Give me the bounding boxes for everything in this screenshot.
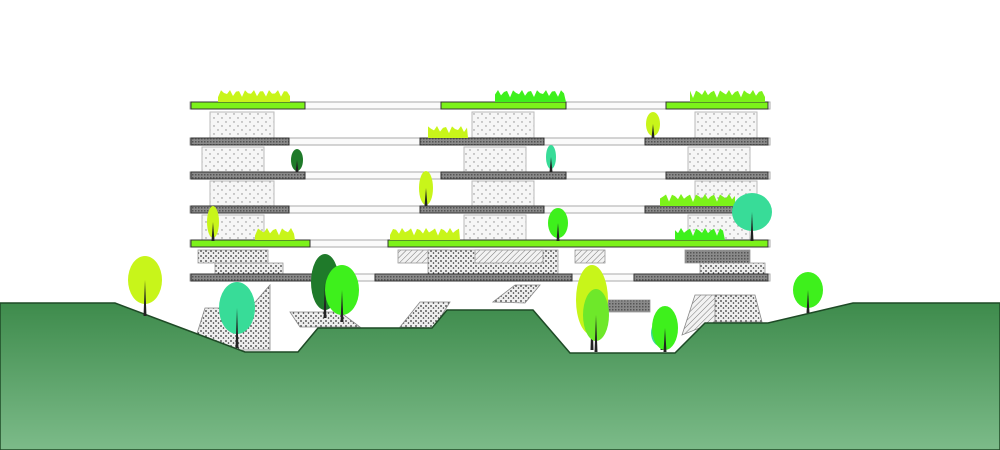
tree-trunk-icon [594, 315, 598, 352]
core-wall [209, 180, 275, 210]
core-wall [471, 111, 535, 143]
core-wall [687, 146, 751, 176]
floor-slab [419, 205, 545, 214]
tree-trunk-icon [143, 280, 147, 316]
trees [128, 112, 823, 352]
core-wall [209, 111, 275, 143]
tree-trunk-icon [750, 212, 754, 241]
stair-block [714, 294, 763, 323]
floor-slab [419, 137, 545, 146]
green-roof-slab [440, 101, 567, 110]
floor-slab [440, 171, 567, 180]
tree-trunk-icon [651, 124, 655, 138]
roof-grass [218, 90, 765, 240]
tree-trunk-icon [424, 188, 428, 206]
grass-tuft [690, 90, 765, 102]
core-wall [463, 146, 527, 176]
tree-trunk-icon [235, 308, 239, 348]
floor-slab [665, 171, 769, 180]
green-roof-slab [387, 239, 769, 248]
floor-slab [190, 171, 306, 180]
tree-trunk-icon [806, 290, 810, 313]
floor-slab [190, 137, 290, 146]
floor-slab [190, 273, 314, 282]
grass-tuft [675, 228, 725, 240]
core-wall [471, 180, 535, 210]
tree-trunk-icon [323, 282, 327, 318]
tree-trunk-icon [211, 222, 215, 241]
core-wall [694, 111, 758, 143]
grass-tuft [428, 126, 468, 138]
floor-slab [644, 137, 769, 146]
grass-tuft [255, 228, 295, 240]
tree-trunk-icon [556, 223, 560, 241]
plinth-block [684, 249, 751, 264]
tree-trunk-icon [663, 328, 667, 352]
grass-tuft [660, 194, 735, 206]
core-wall [463, 214, 527, 244]
floor-slab [633, 273, 769, 282]
green-roof-slab [190, 239, 311, 248]
tree-trunk-icon [340, 290, 344, 322]
grass-tuft [218, 90, 290, 102]
core-wall [201, 146, 265, 176]
plinth-block [574, 249, 606, 264]
plinth-block [604, 299, 651, 313]
plinth-block [197, 249, 269, 264]
green-roof-slab [665, 101, 769, 110]
stair-block [491, 284, 541, 304]
grass-tuft [390, 228, 460, 240]
floor-slab [190, 205, 290, 214]
green-roof-slab [190, 101, 306, 110]
ground-terrain [0, 302, 1000, 450]
grass-tuft [495, 90, 566, 102]
tree-trunk-icon [295, 160, 299, 172]
tree-trunk-icon [549, 157, 553, 172]
plinth-block [474, 249, 544, 264]
floor-slab [374, 273, 573, 282]
